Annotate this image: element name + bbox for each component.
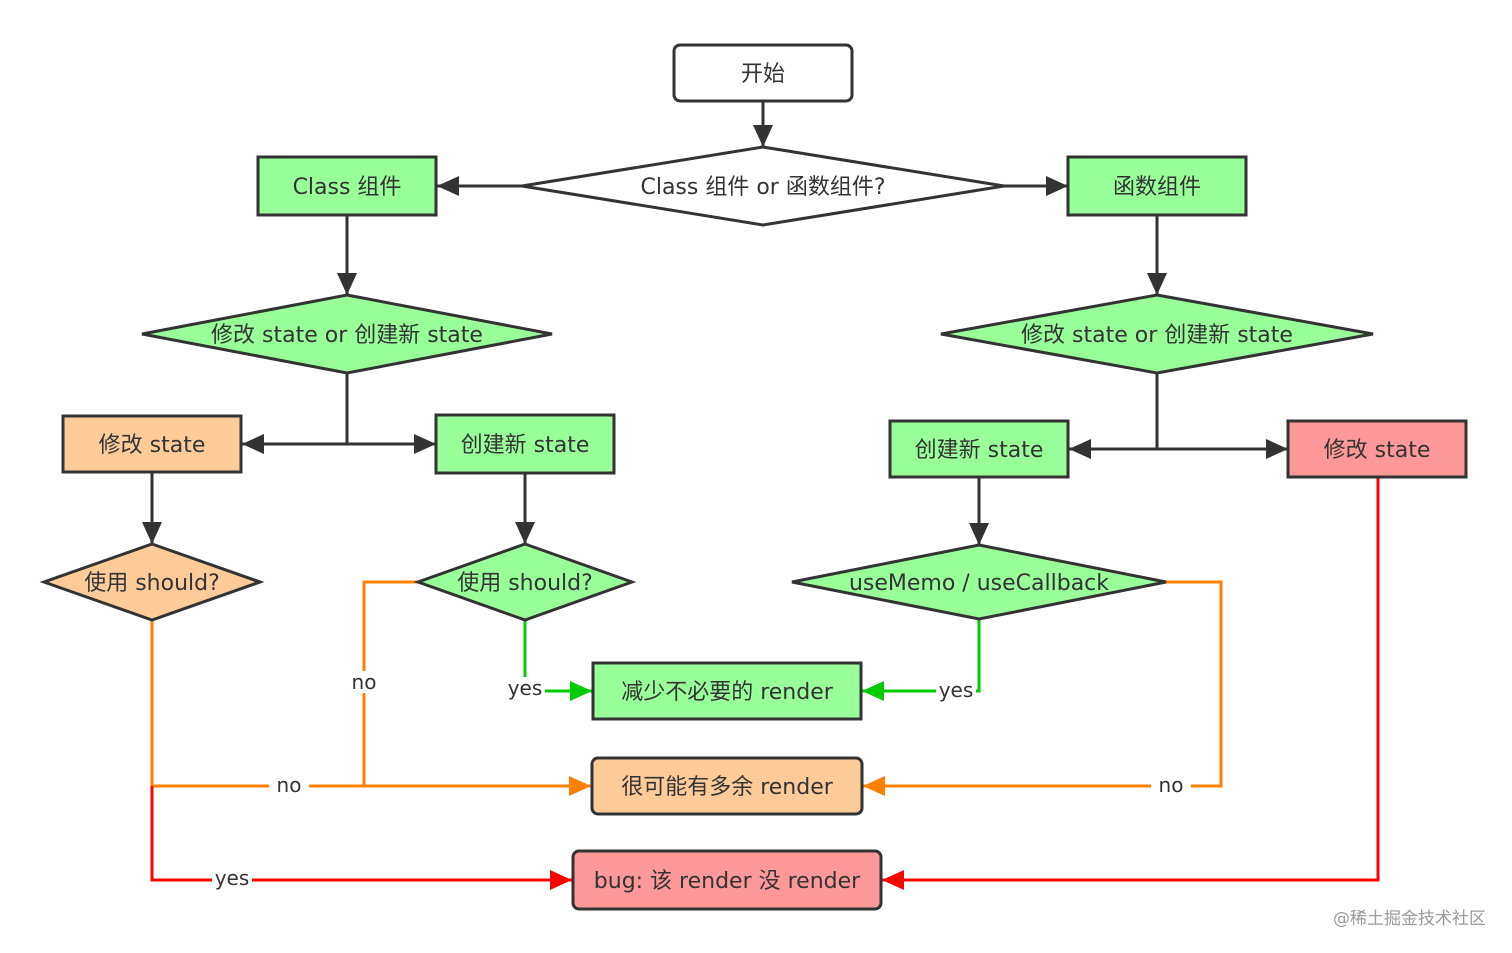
node-label: 创建新 state [915, 438, 1044, 463]
node-extra-render: 很可能有多余 render [590, 756, 864, 816]
edge-memo-decision-to-reduce-render [862, 619, 981, 693]
diamond-shape [791, 543, 1167, 621]
arrowhead-icon [337, 273, 357, 295]
watermark: @稀土掘金技术社区 [1333, 909, 1486, 929]
node-label: 修改 state [99, 433, 206, 458]
edge-label-yes: yes [508, 676, 543, 700]
diamond-shape [141, 293, 553, 375]
arrowhead-icon [437, 176, 459, 196]
diamond-shape [521, 145, 1005, 227]
node-label: 开始 [741, 62, 785, 87]
edge-class-modify-should-to-bug-render [150, 786, 572, 882]
arrowhead-icon [1266, 439, 1288, 459]
edge-label-bg [344, 671, 384, 693]
node-func-new-state: 创建新 state [888, 419, 1070, 479]
arrowhead-icon [882, 870, 904, 890]
box-shape [888, 419, 1070, 479]
rounded-box-shape [672, 43, 854, 103]
node-func-modify-state: 修改 state [1286, 419, 1468, 479]
edge-labels-layer: yes yes no no no yes [212, 670, 1191, 890]
node-label: 修改 state or 创建新 state [1021, 323, 1293, 348]
box-shape [256, 155, 438, 217]
rounded-box-shape [571, 849, 883, 911]
edge-class-new-should-to-extra-render [362, 580, 418, 786]
edge-func-state-decision-to-func-new-state [1069, 373, 1159, 451]
node-label: 修改 state [1324, 438, 1431, 463]
diamond-shape [940, 293, 1374, 375]
arrowhead-icon [550, 870, 572, 890]
edge-label-bg [1151, 774, 1191, 796]
arrowhead-icon [242, 434, 264, 454]
edge-label-no: no [1159, 773, 1184, 797]
node-label: 创建新 state [461, 433, 590, 458]
arrowhead-icon [969, 523, 989, 545]
edge-func-modify-state-to-bug-render [882, 477, 1380, 882]
node-label: 很可能有多余 render [621, 775, 834, 800]
edge-memo-decision-to-extra-render [863, 580, 1223, 788]
node-function-component: 函数组件 [1066, 155, 1248, 217]
arrowhead-icon [569, 776, 591, 796]
node-label: 函数组件 [1113, 175, 1201, 200]
arrowhead-icon [1147, 273, 1167, 295]
arrowhead-icon [753, 125, 773, 147]
node-label: 减少不必要的 render [621, 680, 834, 705]
node-class-state-decision: 修改 state or 创建新 state [141, 293, 553, 375]
node-class-new-should: 使用 should? [413, 542, 637, 622]
arrowhead-icon [862, 681, 884, 701]
edge-label-bg [936, 679, 976, 701]
edge-label-yes: yes [215, 866, 250, 890]
node-class-new-state: 创建新 state [434, 413, 616, 475]
edge-label-no: no [352, 670, 377, 694]
node-label: bug: 该 render 没 render [594, 869, 861, 894]
node-label: Class 组件 [293, 175, 402, 200]
edge-label-bg [505, 677, 545, 699]
box-shape [1066, 155, 1248, 217]
edge-label-bg [212, 867, 252, 889]
edge-label-bg [269, 774, 309, 796]
node-label: Class 组件 or 函数组件? [640, 175, 885, 200]
node-type-decision: Class 组件 or 函数组件? [521, 145, 1005, 227]
box-shape [61, 414, 243, 474]
node-class-component: Class 组件 [256, 155, 438, 217]
arrowhead-icon [414, 434, 436, 454]
box-shape [1286, 419, 1468, 479]
node-label: 修改 state or 创建新 state [211, 323, 483, 348]
node-memo-decision: useMemo / useCallback [791, 543, 1167, 621]
node-reduce-render: 减少不必要的 render [591, 661, 863, 721]
node-class-modify-state: 修改 state [61, 414, 243, 474]
arrowhead-icon [863, 776, 885, 796]
edge-label-yes: yes [939, 678, 974, 702]
diamond-shape [39, 542, 265, 622]
box-shape [434, 413, 616, 475]
arrowhead-icon [1046, 176, 1068, 196]
edge-label-no: no [277, 773, 302, 797]
node-func-state-decision: 修改 state or 创建新 state [940, 293, 1374, 375]
node-start: 开始 [672, 43, 854, 103]
arrowhead-icon [515, 522, 535, 544]
node-label: useMemo / useCallback [849, 571, 1109, 596]
box-shape [591, 661, 863, 721]
node-label: 使用 should? [457, 571, 593, 596]
node-class-modify-should: 使用 should? [39, 542, 265, 622]
rounded-box-shape [590, 756, 864, 816]
arrowhead-icon [1069, 439, 1091, 459]
diamond-shape [413, 542, 637, 622]
node-bug-render: bug: 该 render 没 render [571, 849, 883, 911]
arrowhead-icon [142, 522, 162, 544]
edge-class-state-decision-to-class-modify-state [242, 373, 349, 446]
node-label: 使用 should? [84, 571, 220, 596]
arrowhead-icon [570, 681, 592, 701]
